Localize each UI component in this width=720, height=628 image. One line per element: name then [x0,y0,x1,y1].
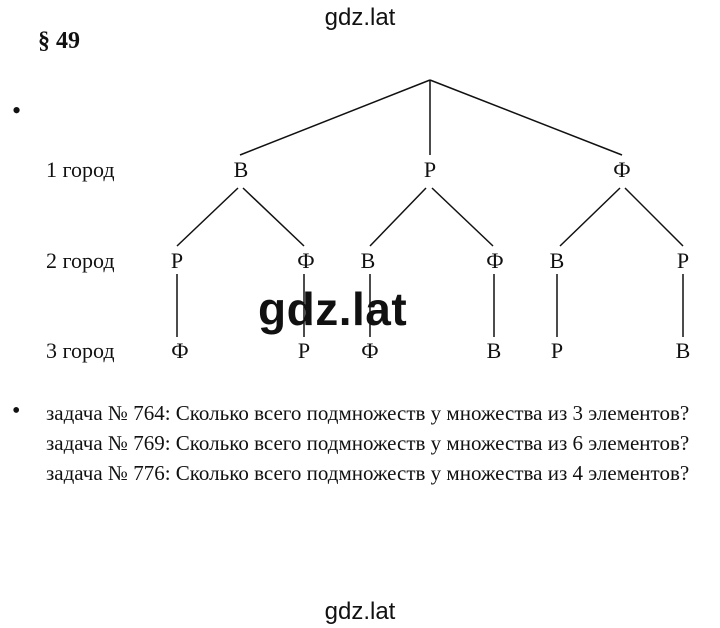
node-level2: Ф [486,248,503,273]
task-list: задача № 764: Сколько всего подмножеств … [46,398,706,488]
node-level3: В [487,338,502,363]
node-level1: В [234,157,249,182]
watermark-center: gdz.lat [258,283,408,335]
node-level3: Ф [171,338,188,363]
edge-l1-l2 [369,187,427,247]
bullet: • [12,398,21,424]
section-title: § 49 [38,28,80,54]
edge-root-v [239,79,431,156]
edge-l1-l2 [431,187,494,247]
bullet: • [12,96,22,125]
watermark-bottom: gdz.lat [324,598,396,625]
node-level2: В [550,248,565,273]
node-level1: Р [424,157,436,182]
task-item: задача № 764: Сколько всего подмножеств … [46,401,690,425]
route-tree-diagram: 1 город 2 город 3 город В Р Ф Р Ф В Ф В … [46,79,691,363]
task-item: задача № 769: Сколько всего подмножеств … [46,431,690,455]
edge-l1-l2 [559,187,621,247]
row-label-city-3: 3 город [46,338,115,363]
edge-l1-l2 [624,187,684,247]
edge-l1-l2 [242,187,305,247]
watermark-top: gdz.lat [324,4,396,31]
node-level2: Р [171,248,183,273]
tree-edges [176,79,684,337]
edge-root-f [429,79,623,156]
task-item: задача № 776: Сколько всего подмножеств … [46,461,690,485]
edge-l1-l2 [176,187,239,247]
node-level2: В [361,248,376,273]
node-level2: Ф [297,248,314,273]
node-level3: Р [298,338,310,363]
row-label-city-1: 1 город [46,157,115,182]
node-level3: Р [551,338,563,363]
node-level2: Р [677,248,689,273]
node-level1: Ф [613,157,630,182]
node-level3: В [676,338,691,363]
row-label-city-2: 2 город [46,248,115,273]
node-level3: Ф [361,338,378,363]
